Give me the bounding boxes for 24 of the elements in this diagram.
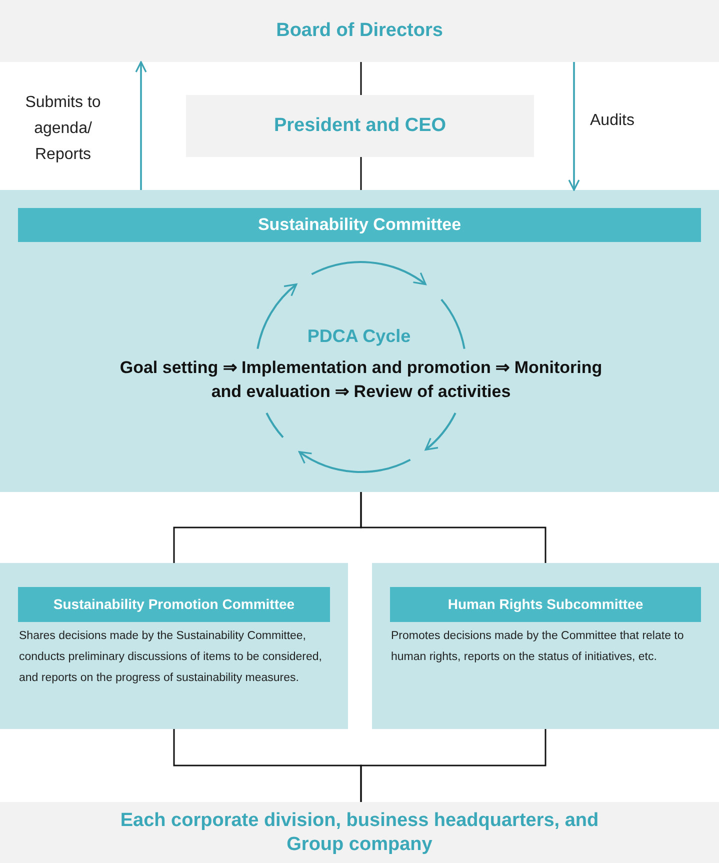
arrow — [568, 62, 580, 191]
arrow — [135, 61, 147, 190]
connector-line — [360, 62, 362, 95]
subcommittee-panel — [372, 563, 719, 729]
committee-heading-band: Sustainability Committee — [18, 208, 701, 242]
connector-line — [360, 492, 546, 563]
org-box — [0, 0, 719, 62]
org-box — [186, 95, 534, 157]
committee-panel — [0, 190, 719, 492]
subcommittee-heading-band: Sustainability Promotion Committee — [18, 587, 330, 622]
connector-line — [360, 157, 362, 190]
edge-label: Submits to agenda/ Reports — [24, 93, 102, 165]
box-title: Each corporate division, business headquarters, and Group company — [119, 808, 600, 856]
description-text: Shares decisions made by the Sustainability Committee, conducts preliminary discussions of items to be considered, and reports on the progress of sustainability measures. — [19, 629, 323, 686]
org-box — [0, 802, 719, 863]
box-title: President and CEO — [274, 114, 446, 138]
subcommittee-heading-band: Human Rights Subcommittee — [390, 587, 701, 622]
description-text: Promotes decisions made by the Committee that relate to human rights, reports on the status of initiatives, etc. — [391, 629, 685, 665]
edge-label: Audits — [590, 111, 636, 131]
subcommittee-panel — [0, 563, 348, 729]
cycle-steps: Goal setting ⇒ Implementation and promotion ⇒ Monitoring and evaluation ⇒ Review of activities — [106, 356, 616, 404]
connector-line — [360, 729, 546, 802]
cycle-title: PDCA Cycle — [306, 325, 412, 348]
box-title: Board of Directors — [276, 19, 443, 43]
